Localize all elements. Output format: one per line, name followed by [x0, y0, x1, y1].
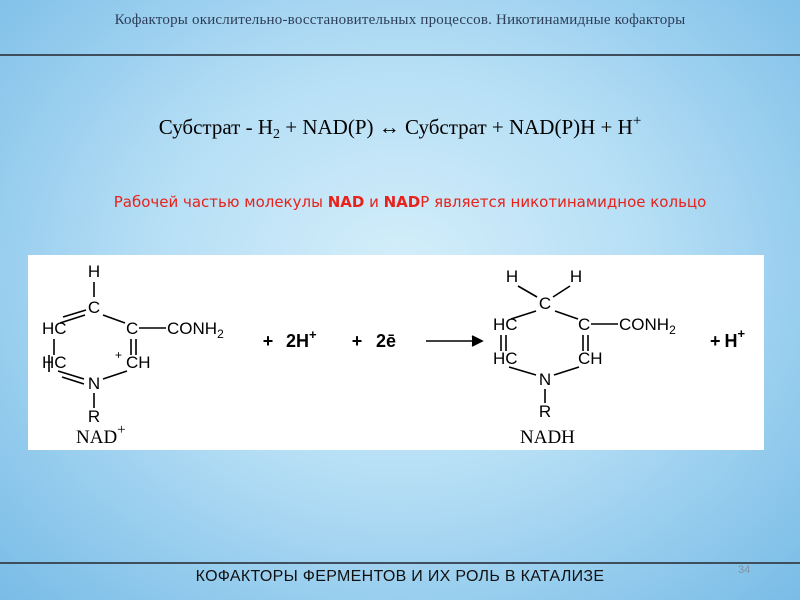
reagent-2e: 2ē	[376, 331, 396, 351]
nadh-bond-c6-n	[508, 366, 537, 376]
nadh-atom-h-left: H	[506, 267, 518, 286]
header-rule	[0, 54, 800, 56]
equation-nadph: NAD(P)H	[508, 115, 596, 139]
footer-title: КОФАКТОРЫ ФЕРМЕНТОВ И ИХ РОЛЬ В КАТАЛИЗЕ	[195, 568, 605, 585]
nad-structure: H C HC C CONH2 HC CH + N	[42, 262, 224, 448]
nadh-conh2-text: CONH	[619, 315, 669, 334]
nadh-bond-c4-c3	[554, 310, 579, 320]
redox-equation: Субстрат - H2 + NAD(P) ↔ Субстрат + NAD(…	[0, 113, 800, 143]
nad-atom-c5: HC	[42, 319, 67, 338]
nad-bond-c4-c5	[59, 314, 86, 324]
nad-atom-n: N	[88, 374, 100, 393]
note-nadp-tail: P	[420, 193, 430, 211]
nad-bond-c4-c3	[102, 314, 126, 324]
equation-nadp: NAD(P)	[302, 115, 374, 139]
nad-conh2-subscript: 2	[217, 327, 224, 341]
nad-atom-c3: C	[126, 319, 138, 338]
product-proton: +H+	[710, 326, 746, 351]
nadh-atom-r: R	[539, 402, 551, 421]
nicotinamide-note: Рабочей частью молекулы NAD и NADP являе…	[70, 190, 750, 214]
equation-arrow: ↔	[378, 115, 400, 139]
equation-plus-2: +	[491, 115, 504, 139]
nadh-structure: H H C HC C CONH2 HC CH N	[493, 267, 676, 448]
note-nad: NAD	[327, 193, 365, 211]
nad-atom-c6: HC	[42, 353, 67, 372]
page-number: 34	[738, 564, 751, 576]
nadh-atom-c3: C	[578, 315, 590, 334]
reaction-scheme: H C HC C CONH2 HC CH + N	[28, 255, 764, 450]
nadh-atom-h-right: H	[570, 267, 582, 286]
reaction-diagram: H C HC C CONH2 HC CH + N	[42, 262, 746, 448]
nad-label-charge: +	[117, 422, 125, 438]
nad-atom-c4: C	[88, 298, 100, 317]
nad-double-bond-c6-n	[61, 376, 85, 385]
nadh-conh2-subscript: 2	[669, 323, 676, 337]
reagent-2h-text: 2H	[286, 331, 309, 351]
nadh-label: NADH	[520, 427, 575, 448]
nad-label-text: NAD	[76, 427, 117, 448]
equation-plus-1: +	[285, 115, 298, 139]
equation-substrate-right: Субстрат	[405, 115, 487, 139]
nadh-group-conh2: CONH2	[619, 315, 676, 337]
equation-plus-3: +	[600, 115, 613, 139]
product-h: H	[725, 331, 738, 351]
nad-conh2-text: CONH	[167, 319, 217, 338]
nadh-atom-c4: C	[539, 294, 551, 313]
nadh-atom-c6: HC	[493, 349, 518, 368]
nad-bond-c2-n	[102, 370, 128, 380]
nadh-atom-c2: CH	[578, 349, 603, 368]
nadh-bond-hl-c	[517, 285, 538, 298]
product-plus: +	[710, 331, 721, 351]
nadh-bond-hr-c	[552, 285, 571, 298]
footer-rule	[0, 562, 800, 564]
equation-h2: H	[257, 115, 273, 139]
nadh-atom-c5: HC	[493, 315, 518, 334]
equation-proton: H	[617, 115, 633, 139]
reagent-plus-1: +	[263, 331, 274, 351]
nadh-bond-c4-c5	[510, 310, 537, 320]
note-nadp-bold: NAD	[383, 193, 421, 211]
reagent-plus-2: +	[352, 331, 363, 351]
header-title: Кофакторы окислительно-восстановительных…	[114, 12, 686, 28]
note-part-3: является никотинамидное кольцо	[429, 193, 707, 211]
nad-ring-charge: +	[115, 348, 122, 362]
product-h-charge: +	[738, 326, 746, 341]
reagent-2h-charge: +	[309, 327, 317, 342]
nadh-atom-n: N	[539, 370, 551, 389]
nadh-bond-c2-n	[553, 366, 580, 376]
reaction-arrow-head	[471, 335, 484, 347]
nad-bond-c6-n	[57, 370, 85, 380]
note-part-2: и	[364, 193, 384, 211]
nad-group-conh2: CONH2	[167, 319, 224, 341]
reagent-2h: 2H+	[286, 327, 317, 351]
note-part-1: Рабочей частью молекулы	[113, 193, 328, 211]
equation-substrate-left: Субстрат	[158, 115, 241, 139]
equation-proton-charge: +	[632, 113, 642, 129]
nad-label: NAD+	[76, 422, 126, 448]
nad-atom-r: R	[88, 407, 100, 426]
equation-dash: -	[240, 115, 258, 139]
nad-atom-c2: CH	[126, 353, 151, 372]
equation-h2-subscript: 2	[273, 127, 280, 142]
nad-atom-h-top: H	[88, 262, 100, 281]
nad-double-bond-c4-c5	[62, 309, 87, 318]
